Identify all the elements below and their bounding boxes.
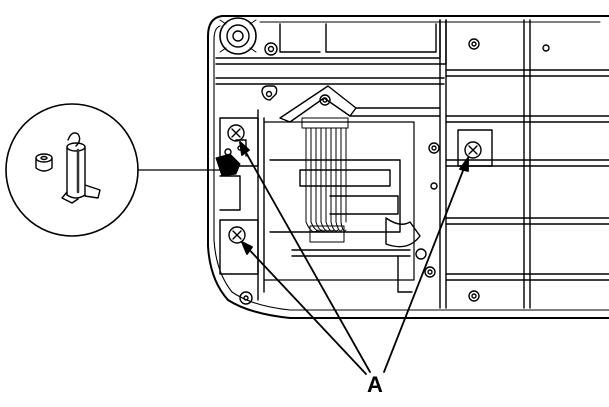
arrowhead-bottom-left [241, 241, 253, 255]
screw-right [464, 141, 482, 159]
central-mechanism [263, 121, 427, 293]
arrowhead-top-left [239, 141, 250, 156]
left-side-frame [219, 109, 265, 305]
arrowhead-right [459, 157, 469, 172]
screw-bottom-left [228, 226, 246, 244]
right-frame [424, 19, 609, 309]
pivot-cap-part [35, 153, 53, 172]
diagonal-bracket [279, 85, 441, 123]
housing-outline [207, 15, 609, 319]
top-bracket [215, 19, 447, 85]
ribbon-cable [301, 117, 349, 243]
callout-label-a: A [367, 372, 383, 397]
screw-top-left [227, 124, 245, 142]
arrow-to-screw-top-left [239, 141, 371, 373]
arrow-to-screw-bottom-left [241, 241, 367, 375]
arrow-to-screw-right [383, 157, 469, 373]
callout-arrows [239, 141, 469, 375]
pivot-pin-part [61, 132, 101, 204]
top-hub [219, 17, 278, 101]
